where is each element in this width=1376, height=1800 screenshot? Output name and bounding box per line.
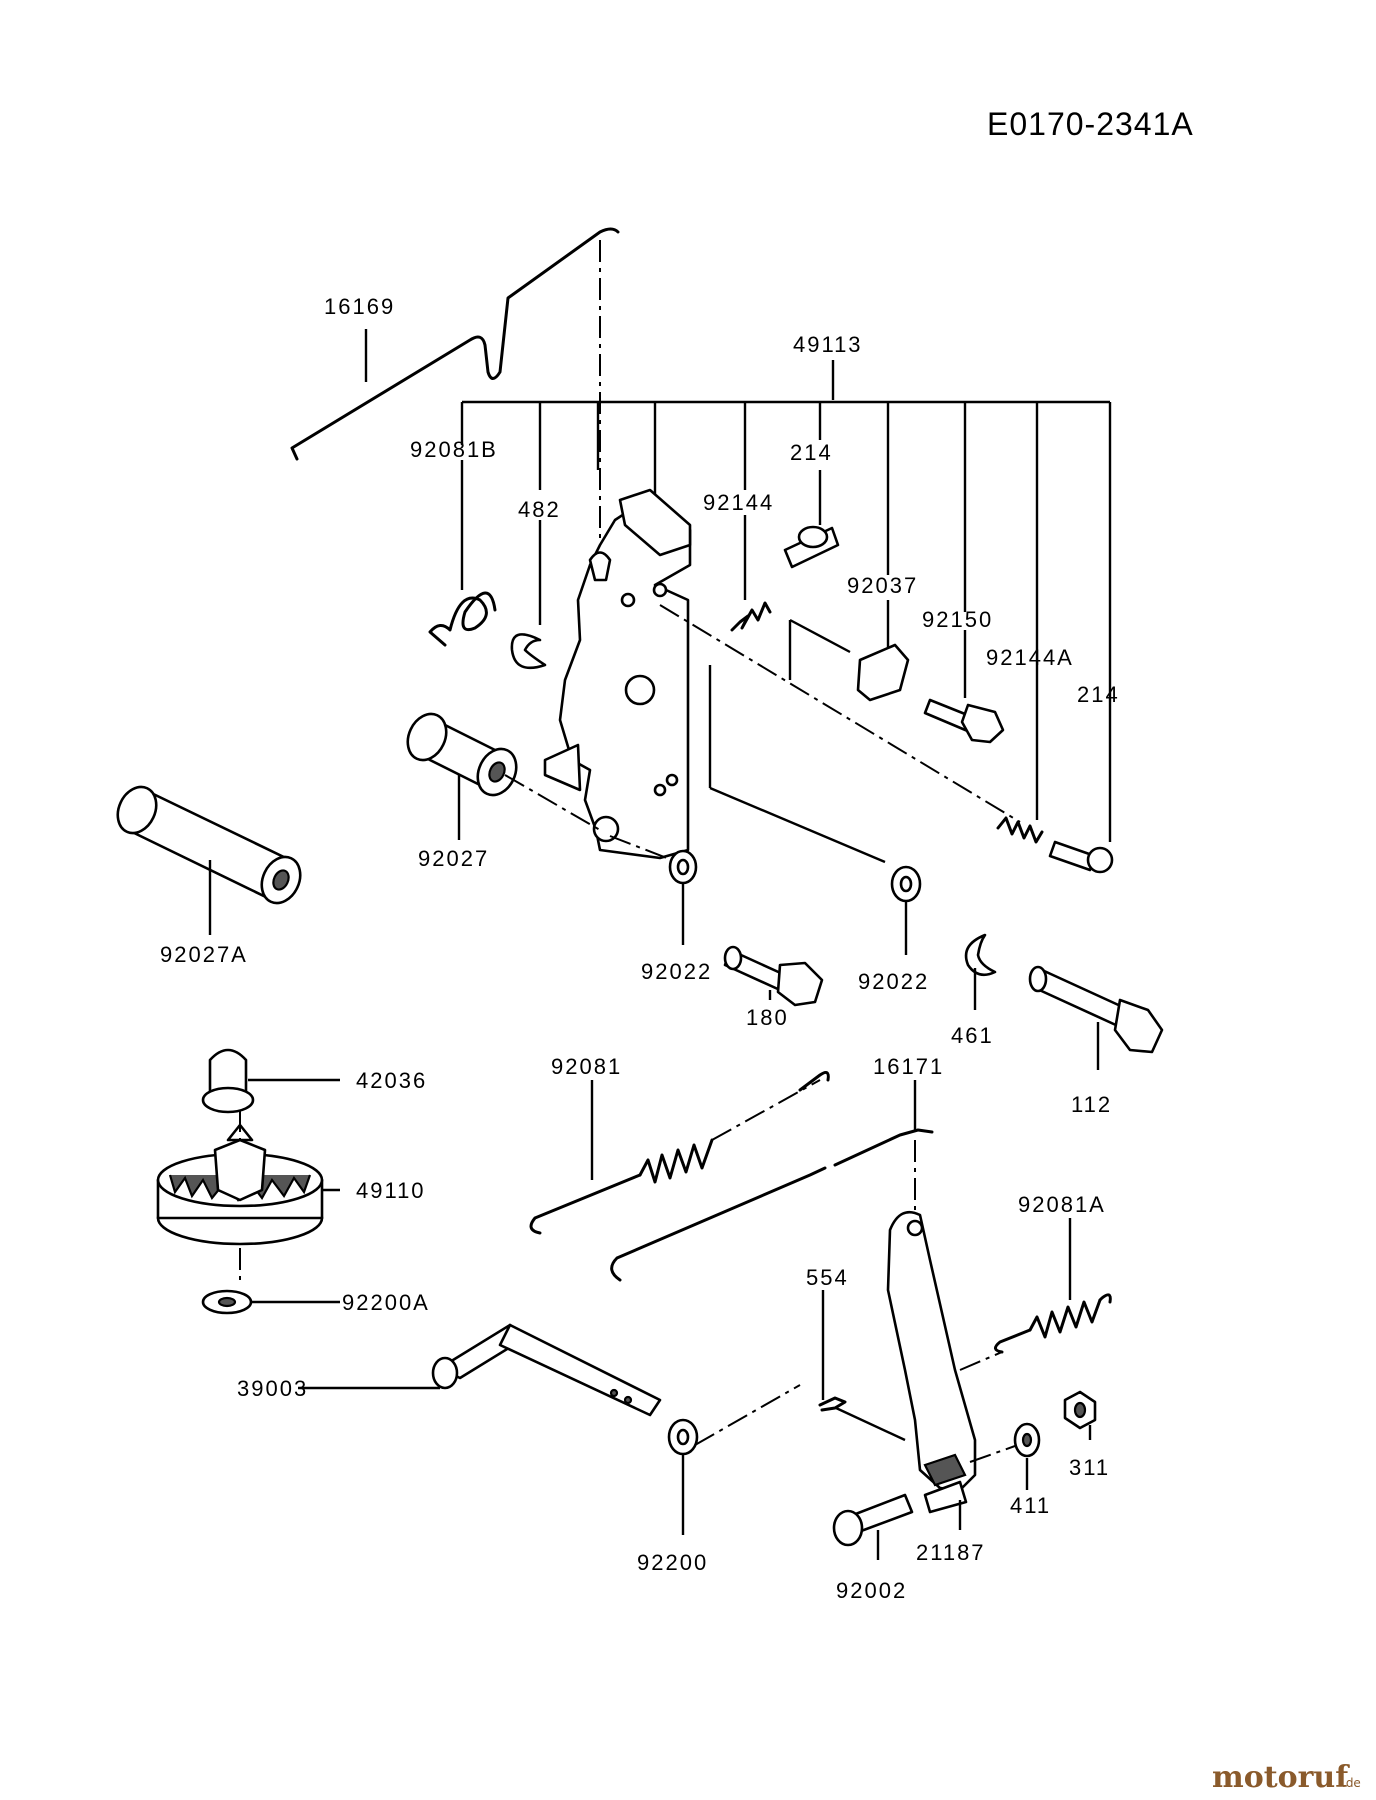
part-554-pin: [818, 1396, 847, 1412]
part-49113-bracket: [543, 488, 692, 860]
centerline-shaft: [659, 604, 1021, 823]
label-92150: 92150: [922, 607, 993, 632]
label-92200: 92200: [637, 1550, 708, 1575]
centerline-411: [969, 1445, 1016, 1463]
label-92022-left: 92022: [641, 959, 712, 984]
label-180: 180: [746, 1005, 789, 1030]
part-112-bolt: [1028, 965, 1164, 1054]
label-92200A: 92200A: [342, 1290, 430, 1315]
part-92200-washer-hole: [676, 1428, 690, 1446]
label-92027A: 92027A: [160, 942, 248, 967]
label-214-top: 214: [790, 440, 833, 465]
label-411: 411: [1010, 1493, 1051, 1518]
label-21187: 21187: [916, 1540, 986, 1565]
label-92027: 92027: [418, 846, 489, 871]
part-92037-clamp: [856, 643, 910, 702]
label-92081B: 92081B: [410, 437, 498, 462]
part-214-screw-right: [1048, 840, 1114, 874]
label-482: 482: [518, 497, 561, 522]
part-92027-bushing: [406, 712, 518, 797]
label-112: 112: [1071, 1092, 1112, 1117]
label-311: 311: [1069, 1455, 1110, 1480]
leader-554-link: [835, 1406, 906, 1442]
part-92022-washer-right-hole: [899, 875, 913, 893]
label-42036: 42036: [356, 1068, 427, 1093]
part-49110-gear: [156, 1123, 324, 1246]
diagram-code: E0170-2341A: [987, 106, 1194, 142]
label-92022-right: 92022: [858, 969, 929, 994]
label-49110: 49110: [356, 1178, 426, 1203]
part-92002-bolt: [832, 1493, 914, 1547]
label-92002: 92002: [836, 1578, 907, 1603]
part-92081-spring: [529, 1070, 830, 1235]
watermark-brand: motoruf: [1212, 1760, 1350, 1795]
part-92022-washer-left-hole: [676, 858, 690, 876]
part-482-eclip: [510, 633, 547, 670]
label-92037: 92037: [847, 573, 918, 598]
part-92081B-spring: [428, 591, 497, 647]
part-92027A-sleeve: [116, 785, 302, 905]
part-92144A-spring: [996, 816, 1044, 844]
bracket-edge-4: [789, 618, 851, 654]
part-21187-lever: [886, 1210, 977, 1514]
part-92081A-spring: [994, 1293, 1112, 1354]
part-16171-rod: [610, 1128, 934, 1282]
watermark-suffix: .de: [1342, 1776, 1361, 1790]
label-554: 554: [806, 1265, 849, 1290]
label-16169: 16169: [324, 294, 395, 319]
part-39003-shaft: [431, 1323, 662, 1417]
centerline-92200: [694, 1384, 801, 1446]
centerline-92027: [504, 774, 601, 831]
part-311-nut: [1063, 1390, 1097, 1430]
label-92144A: 92144A: [986, 645, 1074, 670]
part-42036-cap: [201, 1048, 255, 1114]
centerline-92081A: [959, 1351, 1003, 1371]
label-92081A: 92081A: [1018, 1192, 1106, 1217]
label-49113: 49113: [793, 332, 863, 357]
part-16169-rod: [290, 227, 620, 461]
label-461: 461: [951, 1023, 994, 1048]
part-92144-spring: [730, 601, 772, 632]
label-16171: 16171: [873, 1054, 944, 1079]
part-180-bolt: [723, 945, 824, 1007]
part-461-clip: [964, 933, 997, 977]
part-214-screw-top: [783, 525, 840, 569]
part-92150-bolt: [923, 698, 1005, 744]
leader-49113-comb: [460, 360, 1112, 842]
watermark-logo: motoruf .de: [1212, 1760, 1361, 1795]
centerline-92022: [609, 835, 673, 861]
label-92081: 92081: [551, 1054, 622, 1079]
part-411-washer-hole: [1021, 1432, 1033, 1448]
part-92200A-washer-hole: [217, 1296, 237, 1308]
label-39003: 39003: [237, 1376, 308, 1401]
label-92144: 92144: [703, 490, 774, 515]
label-214-right: 214: [1077, 682, 1120, 707]
bracket-edge-2: [709, 786, 886, 864]
